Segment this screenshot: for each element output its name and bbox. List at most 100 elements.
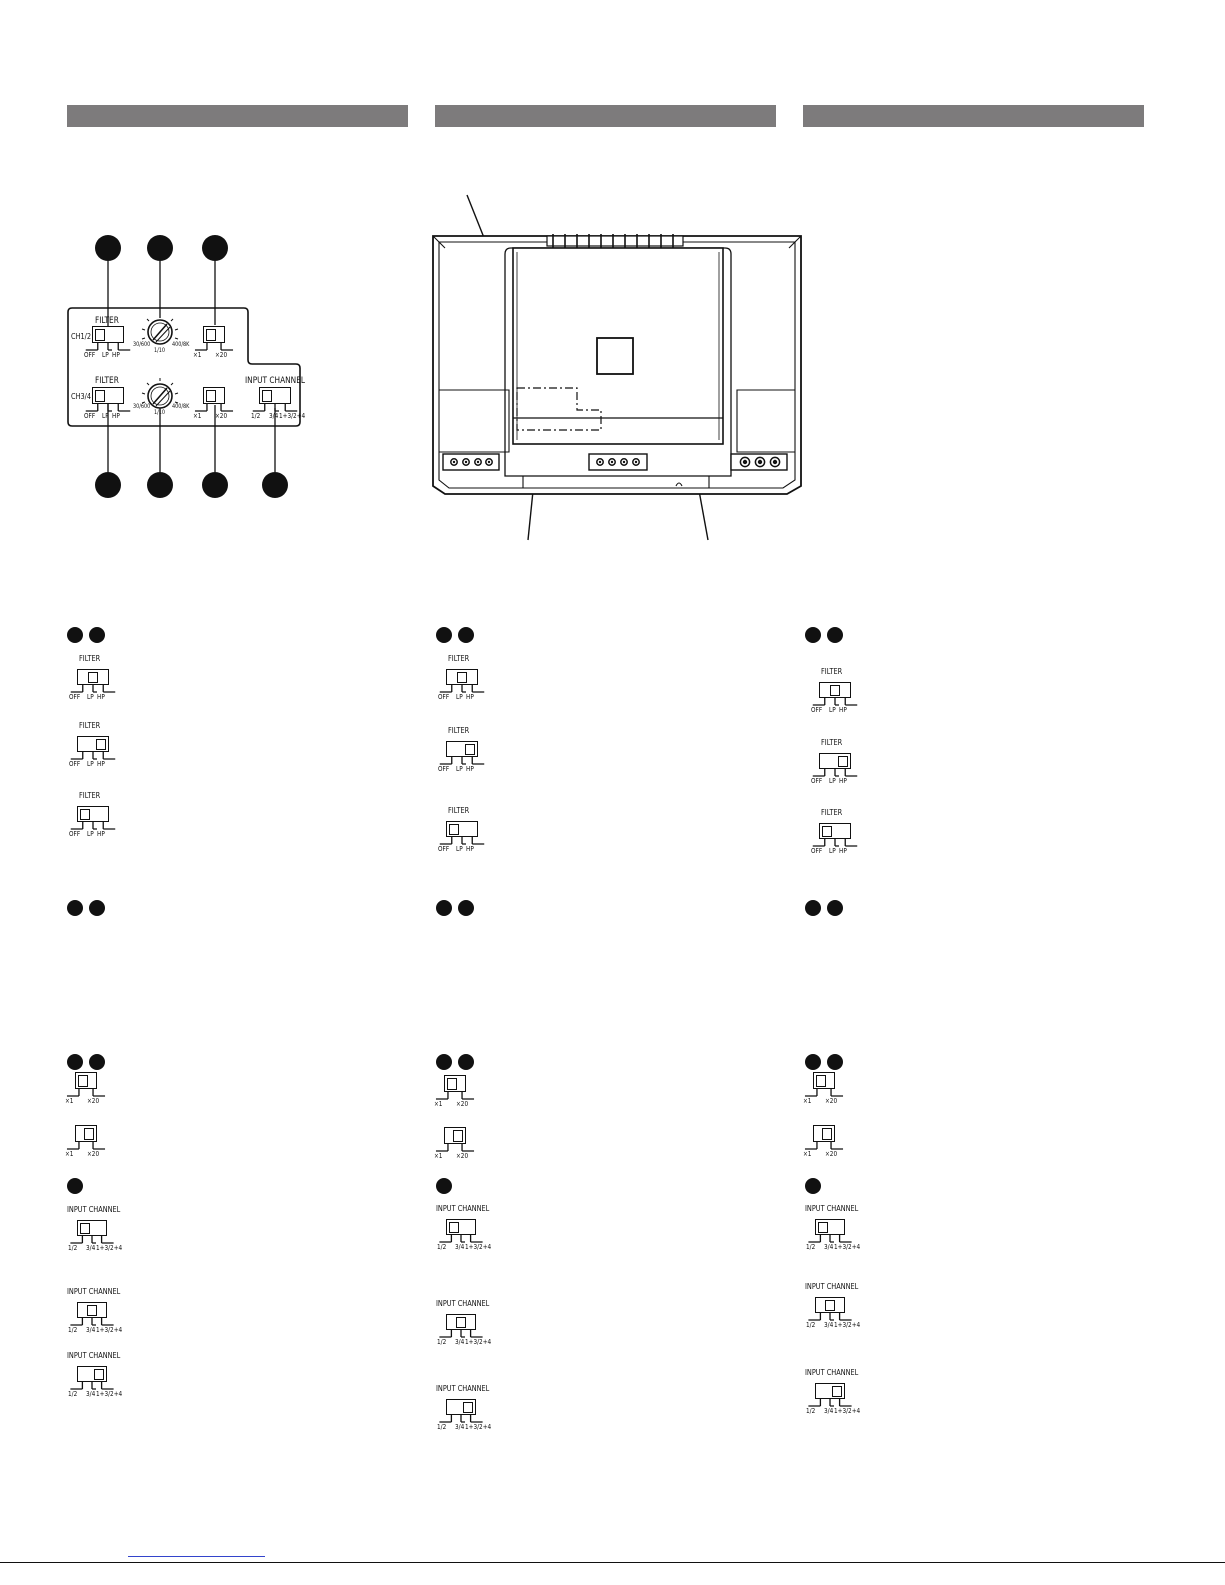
switch-slider-knob[interactable]	[88, 671, 98, 683]
switch-position-label: ×20	[87, 1150, 100, 1158]
switch-slider-knob[interactable]	[84, 1127, 94, 1140]
switch-position-label: HP	[466, 845, 475, 853]
switch-slider-knob[interactable]	[457, 671, 467, 683]
switch-position-label: 1+3/2+4	[95, 1326, 122, 1334]
switch-position-label: HP	[112, 412, 121, 420]
panel-outline	[67, 261, 301, 472]
switch-slider-knob[interactable]	[206, 328, 216, 341]
switch-title: INPUT CHANNEL	[67, 1287, 121, 1296]
switch-position-label: LP	[829, 777, 836, 785]
switch-legs	[85, 404, 131, 412]
switch-position-label: LP	[87, 830, 94, 838]
switch-position-label: OFF	[810, 777, 822, 785]
switch-slider-knob[interactable]	[447, 1077, 457, 1090]
switch-slider-knob[interactable]	[463, 1401, 473, 1413]
switch-slider-knob[interactable]	[206, 389, 216, 402]
step-marker-dot	[67, 900, 83, 916]
switch-position-label: ×1	[802, 1150, 812, 1158]
switch-position-label: ×1	[802, 1097, 812, 1105]
switch-slider-knob[interactable]	[818, 1221, 828, 1233]
step-marker-dot	[436, 627, 452, 643]
step-marker-dot	[436, 900, 452, 916]
switch-slider-knob[interactable]	[95, 328, 105, 341]
callout-dot	[95, 235, 121, 261]
switch-position-label: HP	[839, 847, 848, 855]
switch-position-label: LP	[87, 693, 94, 701]
switch-position-label: 1/2	[68, 1326, 78, 1334]
switch-title: FILTER	[79, 791, 101, 800]
switch-position-label: 1+3/2+4	[95, 1244, 122, 1252]
switch-legs	[808, 1235, 852, 1243]
step-marker-dot	[89, 627, 105, 643]
switch-position-label: OFF	[810, 847, 822, 855]
column-header-bar-2	[435, 105, 776, 127]
switch-slider-knob[interactable]	[832, 1385, 842, 1397]
switch-slider-knob[interactable]	[465, 743, 475, 755]
step-marker-dot	[458, 1054, 474, 1070]
callout-dot	[202, 235, 228, 261]
switch-position-label: LP	[87, 760, 94, 768]
switch-title: INPUT CHANNEL	[436, 1384, 490, 1393]
dial-label-left: 30/600	[133, 341, 151, 348]
switch-slider-knob[interactable]	[94, 1368, 104, 1380]
switch-position-label: 3/4	[269, 412, 279, 420]
step-marker-dot	[805, 1178, 821, 1194]
switch-position-label: ×1	[192, 412, 202, 420]
switch-slider-knob[interactable]	[87, 1304, 97, 1316]
step-marker-dot	[827, 1054, 843, 1070]
switch-position-label: 1+3/2+4	[279, 412, 306, 420]
switch-legs	[812, 698, 858, 706]
switch-slider-knob[interactable]	[449, 1221, 459, 1233]
switch-position-label: ×20	[87, 1097, 100, 1105]
switch-title: INPUT CHANNEL	[67, 1351, 121, 1360]
switch-title: FILTER	[448, 654, 470, 663]
switch-position-label: 1+3/2+4	[833, 1243, 860, 1251]
switch-position-label: HP	[839, 777, 848, 785]
switch-position-label: 1+3/2+4	[833, 1407, 860, 1415]
switch-legs	[804, 1089, 844, 1097]
amplifier-top-view-diagram	[432, 194, 802, 541]
panel-filter-label-top: FILTER	[95, 316, 119, 326]
switch-slider-knob[interactable]	[456, 1316, 466, 1328]
switch-position-label: 1/2	[68, 1244, 78, 1252]
switch-position-label: 3/4	[455, 1338, 465, 1346]
switch-slider-knob[interactable]	[838, 755, 848, 767]
switch-position-label: 1+3/2+4	[464, 1338, 491, 1346]
switch-slider-knob[interactable]	[822, 825, 832, 837]
switch-position-label: HP	[839, 706, 848, 714]
switch-title: FILTER	[79, 654, 101, 663]
switch-title: INPUT CHANNEL	[436, 1299, 490, 1308]
switch-slider-knob[interactable]	[825, 1299, 835, 1311]
switch-legs	[804, 1142, 844, 1150]
switch-slider-knob[interactable]	[816, 1074, 826, 1087]
callout-dot	[95, 472, 121, 498]
switch-legs	[812, 839, 858, 847]
step-marker-dot	[67, 627, 83, 643]
step-marker-dot	[805, 900, 821, 916]
step-marker-dot	[89, 1054, 105, 1070]
footer-link-underline[interactable]	[128, 1556, 265, 1557]
switch-position-label: 1+3/2+4	[95, 1390, 122, 1398]
switch-title: FILTER	[821, 738, 843, 747]
switch-slider-knob[interactable]	[80, 808, 90, 820]
switch-slider-knob[interactable]	[822, 1127, 832, 1140]
switch-slider-knob[interactable]	[830, 684, 840, 696]
switch-position-label: OFF	[83, 412, 95, 420]
switch-slider-knob[interactable]	[95, 389, 105, 402]
switch-slider-knob[interactable]	[262, 389, 272, 402]
switch-position-label: ×20	[456, 1152, 469, 1160]
switch-position-label: LP	[829, 706, 836, 714]
switch-position-label: 1/2	[806, 1321, 816, 1329]
switch-slider-knob[interactable]	[96, 738, 106, 750]
switch-slider-knob[interactable]	[80, 1222, 90, 1234]
callout-dot	[202, 472, 228, 498]
switch-slider-knob[interactable]	[453, 1129, 463, 1142]
switch-title: INPUT CHANNEL	[805, 1368, 859, 1377]
footer-rule	[0, 1562, 1225, 1563]
switch-slider-knob[interactable]	[78, 1074, 88, 1087]
dial-label-right: 400/8K	[172, 341, 190, 348]
switch-position-label: ×20	[215, 351, 228, 359]
switch-legs	[85, 343, 131, 351]
switch-position-label: 1/2	[250, 412, 261, 420]
switch-slider-knob[interactable]	[449, 823, 459, 835]
